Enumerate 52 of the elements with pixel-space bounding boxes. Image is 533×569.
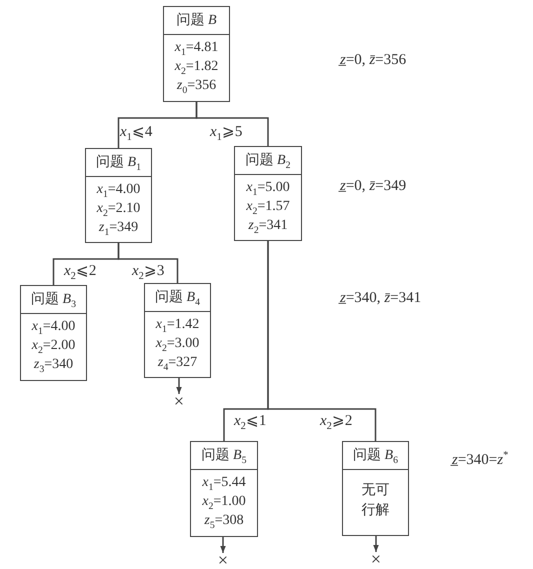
- value-text: x$_{2}$=2.10: [96, 200, 142, 218]
- branch-line: [196, 102, 269, 146]
- edge-label: x$_{2}$⩽1: [234, 413, 266, 429]
- box-title: 问题 B$_{1}$: [86, 149, 151, 177]
- value-text: x$_{2}$=1.57: [245, 198, 291, 216]
- box-title: 问题 B$_{3}$: [21, 286, 86, 314]
- box-title: 问题 B$_{2}$: [235, 147, 301, 175]
- value-text: z$_{3}$=340: [32, 356, 74, 374]
- arrow: [220, 537, 226, 553]
- problem-box: [85, 148, 152, 243]
- value-text: x$_{1}$=1.42: [154, 316, 200, 334]
- problem-box: [20, 285, 87, 381]
- pruned-mark: ×: [172, 394, 186, 408]
- box-title: 问题 B$_{5}$: [191, 442, 257, 470]
- pruned-mark: ×: [216, 553, 230, 567]
- box-title: 问题 B$_{6}$: [343, 442, 408, 470]
- pruned-mark: ×: [369, 552, 383, 566]
- problem-box: [144, 283, 211, 378]
- value-text: x$_{2}$=1.00: [201, 493, 247, 511]
- value-text: x$_{1}$=5.00: [245, 179, 291, 197]
- box-title: 问题 B: [164, 7, 229, 35]
- box-title: 问题 B$_{4}$: [145, 284, 210, 312]
- status-text: 无可行解: [360, 482, 390, 520]
- edge-label: x$_{2}$⩾2: [320, 413, 352, 429]
- arrow: [373, 536, 379, 552]
- problem-box: [234, 146, 302, 241]
- edge-label: x$_{1}$⩾5: [210, 124, 242, 140]
- value-text: x$_{1}$=4.00: [30, 318, 76, 336]
- branch-line: [118, 243, 178, 283]
- value-text: x$_{2}$=2.00: [30, 337, 76, 355]
- problem-box: [342, 441, 409, 536]
- value-text: z$_{2}$=341: [247, 217, 289, 235]
- edge-label: x$_{1}$⩽4: [120, 124, 152, 140]
- value-text: x$_{1}$=4.81: [174, 39, 220, 57]
- bound-note: z̲=340, z̄=341: [340, 290, 422, 307]
- arrow: [176, 378, 182, 394]
- branch-line: [267, 241, 376, 441]
- value-text: x$_{1}$=4.00: [96, 181, 142, 199]
- problem-box: [190, 441, 258, 537]
- bound-note: z̲=0, z̄=349: [340, 178, 406, 195]
- bound-note: z̲=0, z̄=356: [340, 52, 406, 69]
- value-text: z$_{1}$=349: [98, 219, 140, 237]
- value-text: x$_{1}$=5.44: [201, 474, 247, 492]
- value-text: z$_{0}$=356: [176, 77, 218, 95]
- bound-note: z̲=340=z$^{*}$: [452, 452, 508, 469]
- problem-box: [163, 6, 230, 102]
- edge-label: x$_{2}$⩾3: [132, 263, 164, 279]
- value-text: x$_{2}$=3.00: [154, 335, 200, 353]
- edge-label: x$_{2}$⩽2: [64, 263, 96, 279]
- value-text: z$_{5}$=308: [203, 512, 245, 530]
- value-text: x$_{2}$=1.82: [174, 58, 220, 76]
- value-text: z$_{4}$=327: [156, 354, 198, 372]
